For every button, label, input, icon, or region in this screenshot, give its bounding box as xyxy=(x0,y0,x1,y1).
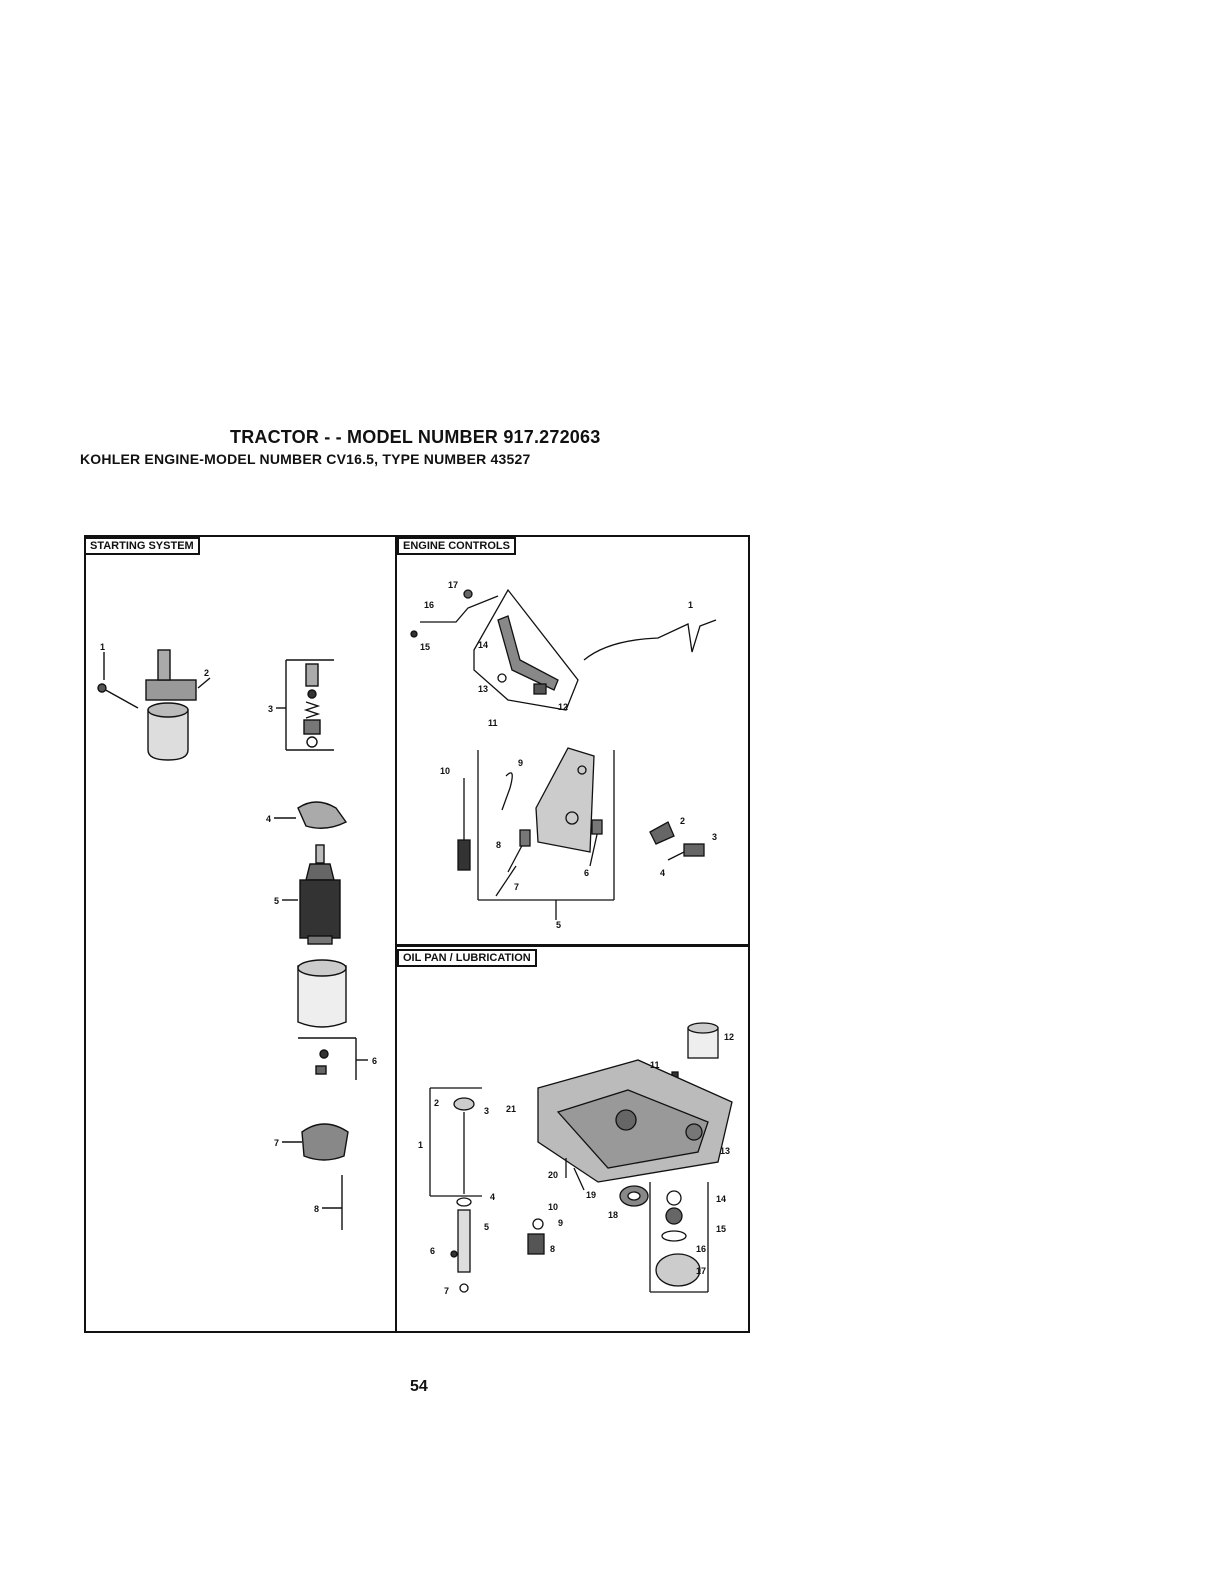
horizontal-divider xyxy=(395,944,750,947)
svg-text:11: 11 xyxy=(488,718,498,728)
svg-text:1: 1 xyxy=(100,642,105,652)
svg-text:21: 21 xyxy=(506,1104,516,1114)
svg-text:12: 12 xyxy=(558,702,568,712)
svg-text:11: 11 xyxy=(650,1060,660,1070)
oil-pan-diagram: 12 11 21 13 2 3 1 20 19 18 4 10 9 5 8 6 … xyxy=(398,972,748,1328)
svg-text:2: 2 xyxy=(680,816,685,826)
svg-text:10: 10 xyxy=(548,1202,558,1212)
svg-text:14: 14 xyxy=(716,1194,726,1204)
svg-text:19: 19 xyxy=(586,1190,596,1200)
page-number: 54 xyxy=(410,1378,428,1396)
starting-system-diagram: 1 2 3 4 5 6 7 8 xyxy=(86,560,394,1330)
svg-text:16: 16 xyxy=(424,600,434,610)
engine-controls-diagram: 17 16 15 14 13 12 11 1 10 9 8 7 6 5 2 3 … xyxy=(398,560,748,940)
svg-text:8: 8 xyxy=(314,1204,319,1214)
svg-text:8: 8 xyxy=(550,1244,555,1254)
section-label-starting-system: STARTING SYSTEM xyxy=(84,537,200,555)
svg-text:10: 10 xyxy=(440,766,450,776)
svg-text:12: 12 xyxy=(724,1032,734,1042)
svg-text:5: 5 xyxy=(556,920,561,930)
svg-text:17: 17 xyxy=(448,580,458,590)
svg-text:20: 20 xyxy=(548,1170,558,1180)
svg-text:1: 1 xyxy=(688,600,693,610)
svg-text:18: 18 xyxy=(608,1210,618,1220)
svg-text:2: 2 xyxy=(434,1098,439,1108)
svg-text:3: 3 xyxy=(712,832,717,842)
svg-text:17: 17 xyxy=(696,1266,706,1276)
svg-text:3: 3 xyxy=(484,1106,489,1116)
svg-text:3: 3 xyxy=(268,704,273,714)
svg-text:1: 1 xyxy=(418,1140,423,1150)
svg-text:6: 6 xyxy=(584,868,589,878)
svg-text:8: 8 xyxy=(496,840,501,850)
svg-text:9: 9 xyxy=(558,1218,563,1228)
svg-text:9: 9 xyxy=(518,758,523,768)
page-subtitle: KOHLER ENGINE-MODEL NUMBER CV16.5, TYPE … xyxy=(80,451,530,467)
svg-text:13: 13 xyxy=(720,1146,730,1156)
svg-text:13: 13 xyxy=(478,684,488,694)
page-title: TRACTOR - - MODEL NUMBER 917.272063 xyxy=(230,427,600,448)
svg-text:4: 4 xyxy=(660,868,665,878)
svg-text:16: 16 xyxy=(696,1244,706,1254)
svg-text:15: 15 xyxy=(716,1224,726,1234)
svg-text:7: 7 xyxy=(444,1286,449,1296)
section-label-engine-controls: ENGINE CONTROLS xyxy=(397,537,516,555)
section-label-oil-pan: OIL PAN / LUBRICATION xyxy=(397,949,537,967)
svg-text:4: 4 xyxy=(266,814,271,824)
svg-text:5: 5 xyxy=(484,1222,489,1232)
svg-text:14: 14 xyxy=(478,640,488,650)
svg-text:4: 4 xyxy=(490,1192,495,1202)
svg-text:2: 2 xyxy=(204,668,209,678)
svg-text:7: 7 xyxy=(514,882,519,892)
vertical-divider xyxy=(395,535,397,1333)
svg-text:5: 5 xyxy=(274,896,279,906)
svg-text:6: 6 xyxy=(430,1246,435,1256)
svg-text:7: 7 xyxy=(274,1138,279,1148)
svg-text:15: 15 xyxy=(420,642,430,652)
svg-text:6: 6 xyxy=(372,1056,377,1066)
